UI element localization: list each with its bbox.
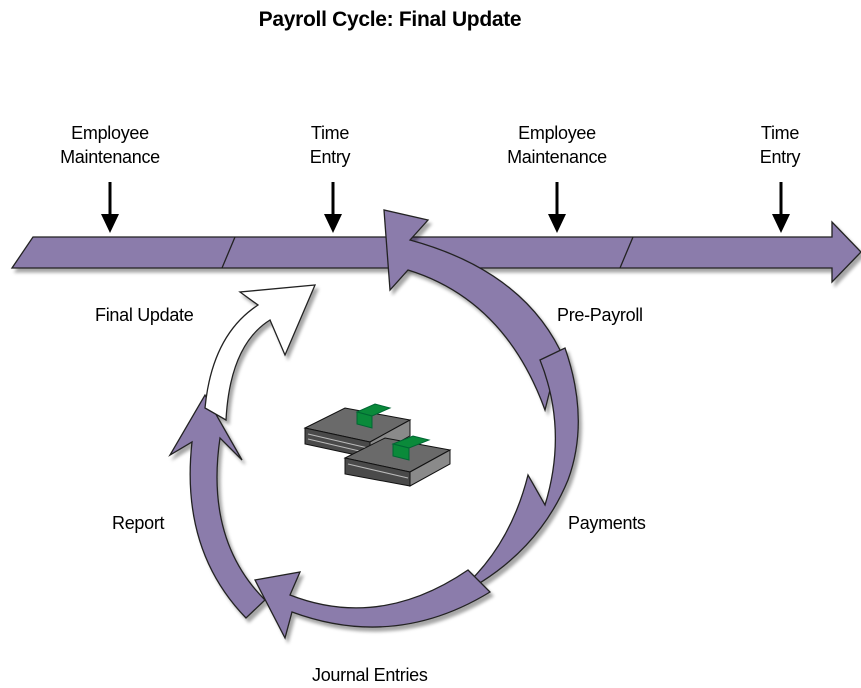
down-arrow-icon xyxy=(324,182,342,233)
payments-arrow xyxy=(447,347,579,601)
timeline-label-employee-maintenance-2: Employee Maintenance xyxy=(507,123,607,167)
pre-payroll-arrow xyxy=(383,209,561,413)
step-label-journal-entries: Journal Entries xyxy=(312,665,428,685)
timeline-label-time-entry-1: Time Entry xyxy=(309,123,351,167)
down-arrow-icon xyxy=(772,182,790,233)
journal-entries-arrow xyxy=(254,569,492,640)
timeline-label-employee-maintenance-1: Employee Maintenance xyxy=(60,123,160,167)
stacks-of-money-icon xyxy=(303,403,452,487)
down-arrow-icon xyxy=(101,182,119,233)
timeline-label-time-entry-2: Time Entry xyxy=(759,123,801,167)
report-arrow xyxy=(168,393,266,619)
final-update-arrow xyxy=(204,284,317,422)
step-label-payments: Payments xyxy=(568,513,646,533)
diagram-title: Payroll Cycle: Final Update xyxy=(258,8,522,31)
down-arrow-icon xyxy=(548,182,566,233)
payroll-cycle-ring xyxy=(168,209,579,640)
step-label-final-update: Final Update xyxy=(95,305,194,325)
step-label-report: Report xyxy=(112,513,165,533)
step-label-pre-payroll: Pre-Payroll xyxy=(557,305,643,325)
